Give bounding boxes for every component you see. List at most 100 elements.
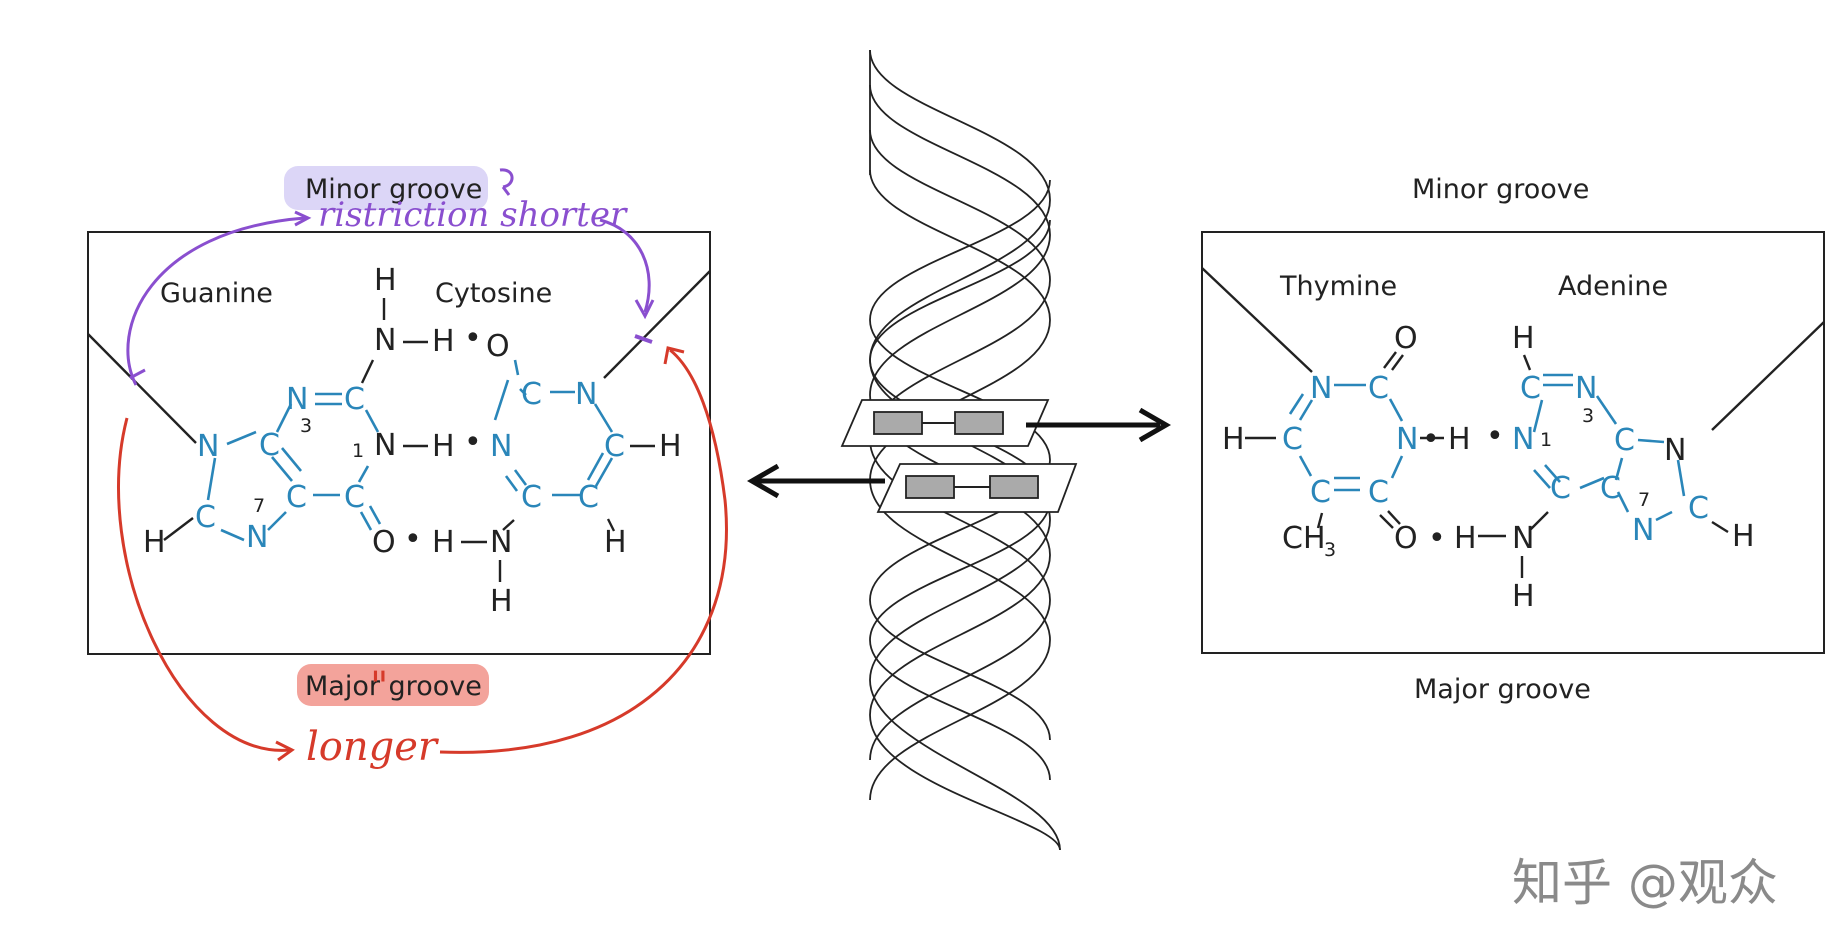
svg-text:H: H bbox=[659, 429, 682, 464]
major-groove-highlight bbox=[297, 664, 489, 706]
svg-text:N: N bbox=[575, 377, 597, 412]
adenine-label: Adenine bbox=[1558, 271, 1668, 302]
svg-text:N: N bbox=[1512, 521, 1534, 556]
svg-text:O: O bbox=[372, 525, 396, 560]
svg-text:N: N bbox=[246, 520, 268, 555]
svg-text:N: N bbox=[1575, 371, 1597, 406]
handwritten-annotations: ristriction shorter longer " bbox=[117, 168, 728, 770]
svg-text:C: C bbox=[344, 382, 365, 417]
svg-text:3: 3 bbox=[1582, 405, 1594, 427]
guanine-sugar-bond bbox=[87, 333, 197, 444]
svg-text:C: C bbox=[1550, 471, 1571, 506]
svg-text:N: N bbox=[1310, 371, 1332, 406]
pointer-arrows bbox=[746, 407, 1172, 499]
svg-text:7: 7 bbox=[1638, 489, 1650, 511]
svg-text:•: • bbox=[404, 522, 422, 557]
cytosine-black-bonds bbox=[461, 444, 655, 582]
svg-text:O: O bbox=[1394, 321, 1418, 356]
svg-text:H: H bbox=[432, 429, 455, 464]
annotation-longer-mark: " bbox=[370, 664, 388, 710]
svg-text:•: • bbox=[1486, 419, 1504, 454]
right-major-groove-label: Major groove bbox=[1414, 674, 1591, 705]
svg-text:O: O bbox=[486, 329, 510, 364]
right-panel-frame bbox=[1201, 231, 1825, 654]
adenine-atoms: H C N C N C N C C N H N H 3 1 7 bbox=[1512, 321, 1755, 614]
watermark: 知乎 @观众 bbox=[1512, 854, 1778, 912]
svg-text:H: H bbox=[432, 525, 455, 560]
svg-text:7: 7 bbox=[253, 495, 265, 517]
guanine-black-bonds bbox=[163, 298, 428, 541]
svg-text:H: H bbox=[490, 584, 513, 619]
thymine-sugar-bond bbox=[1201, 267, 1313, 373]
left-major-groove-label: Major groove bbox=[305, 671, 482, 702]
cytosine-sugar-bond bbox=[603, 270, 711, 379]
svg-text:H: H bbox=[1222, 422, 1245, 457]
svg-text:C: C bbox=[286, 480, 307, 515]
adenine-bonds bbox=[1532, 373, 1686, 522]
svg-text:C: C bbox=[521, 377, 542, 412]
thymine-label: Thymine bbox=[1279, 271, 1397, 302]
svg-text:N: N bbox=[1396, 422, 1418, 457]
svg-text:C: C bbox=[1310, 475, 1331, 510]
svg-text:N: N bbox=[490, 429, 512, 464]
svg-text:N: N bbox=[1512, 422, 1534, 457]
svg-text:3: 3 bbox=[1324, 539, 1336, 561]
svg-text:H: H bbox=[1454, 521, 1477, 556]
svg-text:H: H bbox=[374, 263, 397, 298]
annotation-restriction-shorter: ristriction shorter bbox=[318, 195, 628, 235]
thymine-atoms: N C N C C C O O H CH 3 • bbox=[1222, 321, 1440, 561]
svg-text:H: H bbox=[143, 525, 166, 560]
svg-text:C: C bbox=[1520, 371, 1541, 406]
svg-text:C: C bbox=[1688, 491, 1709, 526]
svg-text:C: C bbox=[578, 480, 599, 515]
svg-text:C: C bbox=[1368, 475, 1389, 510]
svg-text:N: N bbox=[197, 429, 219, 464]
guanine-bonds bbox=[206, 392, 382, 542]
thymine-bonds bbox=[1288, 383, 1404, 492]
guanine-label: Guanine bbox=[160, 278, 273, 309]
svg-text:H: H bbox=[1448, 422, 1471, 457]
svg-text:C: C bbox=[1282, 422, 1303, 457]
svg-text:3: 3 bbox=[300, 415, 312, 437]
svg-text:•: • bbox=[1422, 422, 1440, 457]
svg-text:•: • bbox=[1428, 521, 1446, 556]
left-minor-groove-label: Minor groove bbox=[305, 174, 482, 205]
adenine-black-bonds bbox=[1478, 354, 1729, 578]
svg-text:H: H bbox=[432, 324, 455, 359]
svg-text:C: C bbox=[1600, 471, 1621, 506]
left-panel: Minor groove Major groove Guanine Cytosi… bbox=[87, 166, 728, 770]
svg-text:C: C bbox=[1368, 371, 1389, 406]
svg-text:N: N bbox=[374, 323, 396, 358]
annotation-longer: longer bbox=[306, 724, 440, 770]
base-pair-planes bbox=[840, 399, 1078, 513]
dna-double-helix bbox=[869, 49, 1061, 851]
right-panel: Minor groove Major groove Thymine Adenin… bbox=[1201, 174, 1825, 705]
left-panel-frame bbox=[87, 231, 711, 655]
svg-text:1: 1 bbox=[1540, 429, 1552, 451]
svg-text:C: C bbox=[195, 500, 216, 535]
svg-text:H: H bbox=[1732, 519, 1755, 554]
svg-text:C: C bbox=[344, 480, 365, 515]
guanine-atoms: N C C N C N C C N N H O H 3 1 7 bbox=[143, 263, 397, 560]
svg-text:•: • bbox=[464, 425, 482, 460]
svg-text:C: C bbox=[604, 429, 625, 464]
svg-text:1: 1 bbox=[352, 440, 364, 462]
thymine-black-bonds bbox=[1245, 351, 1444, 529]
svg-text:C: C bbox=[521, 480, 542, 515]
svg-text:N: N bbox=[490, 525, 512, 560]
svg-text:N: N bbox=[374, 428, 396, 463]
svg-text:N: N bbox=[286, 382, 308, 417]
cytosine-atoms: O C N C C C N H H N H bbox=[486, 329, 682, 619]
svg-text:H: H bbox=[1512, 321, 1535, 356]
svg-text:N: N bbox=[1632, 513, 1654, 548]
cytosine-label: Cytosine bbox=[435, 278, 552, 309]
svg-text:H: H bbox=[604, 525, 627, 560]
adenine-sugar-bond bbox=[1711, 321, 1825, 431]
svg-text:O: O bbox=[1394, 521, 1418, 556]
svg-text:C: C bbox=[1614, 423, 1635, 458]
cytosine-bonds bbox=[493, 359, 614, 497]
svg-text:C: C bbox=[259, 428, 280, 463]
svg-text:N: N bbox=[1664, 433, 1686, 468]
svg-text:•: • bbox=[464, 321, 482, 356]
